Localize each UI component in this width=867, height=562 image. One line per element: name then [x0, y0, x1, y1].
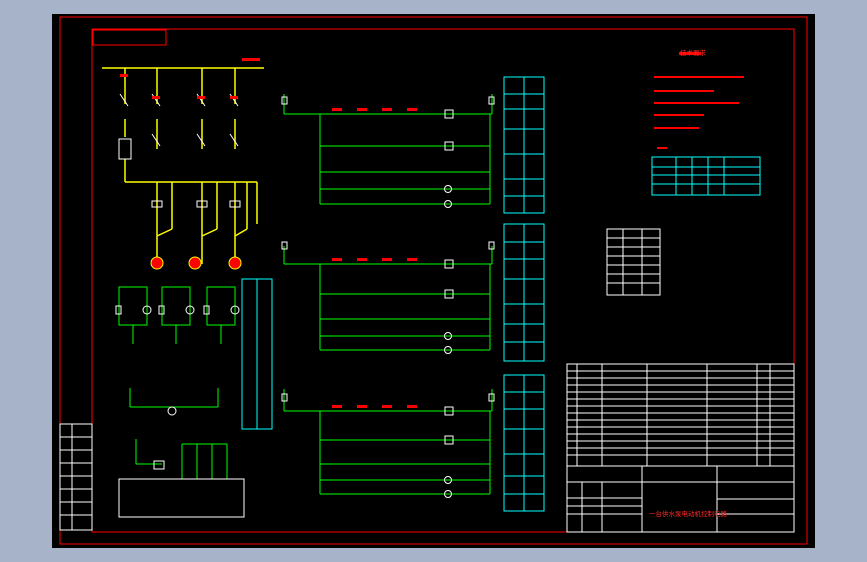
control-ladder-2: [283, 246, 493, 351]
left-margin-table: [59, 423, 93, 531]
notes-heading: 技术要求: [680, 49, 706, 57]
circuit-drawing: [59, 16, 808, 545]
drawing-sheet: 一台供水泵电动机控制电路 技术要求: [52, 14, 815, 548]
title-block: [566, 465, 795, 533]
drawing-title: 一台供水泵电动机控制电路: [649, 510, 727, 518]
parameter-table: [651, 156, 761, 196]
motors: [150, 256, 242, 270]
ladder-annotations: [503, 76, 545, 512]
terminal-box: [118, 478, 245, 518]
control-ladder-3: [283, 389, 493, 495]
sensor-loops: [118, 286, 236, 344]
code-box: [92, 29, 167, 46]
control-ladder-1: [283, 94, 493, 205]
parts-list: [566, 363, 795, 467]
outer-frame: [59, 16, 808, 545]
power-circuit: [102, 67, 264, 264]
level-table: [606, 228, 661, 296]
inner-frame: [91, 28, 795, 533]
